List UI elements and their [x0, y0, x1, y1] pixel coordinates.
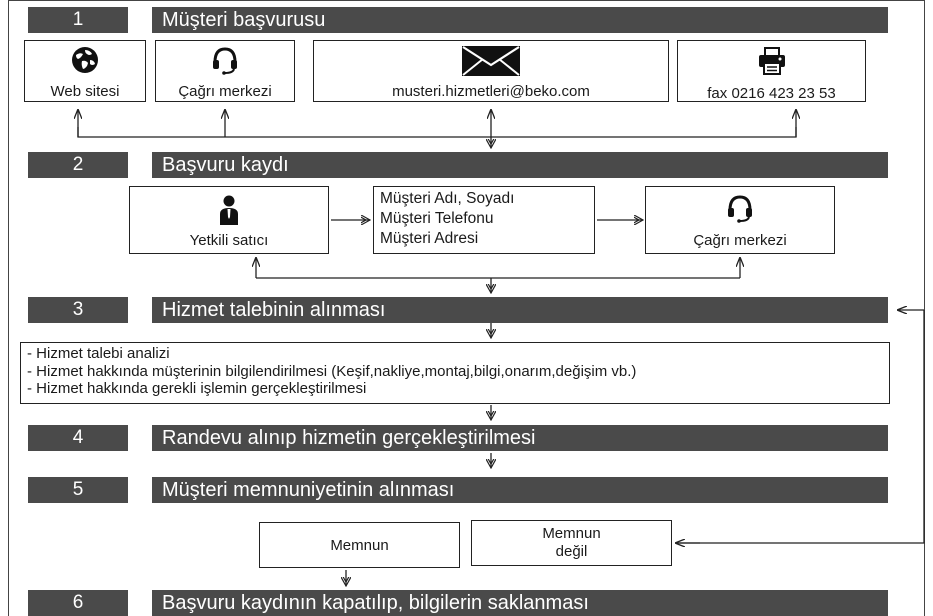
diagram-frame: [8, 0, 925, 616]
channel-call-center: Çağrı merkezi: [155, 40, 295, 102]
step-6-bar: 6 Başvuru kaydının kapatılıp, bilgilerin…: [28, 590, 888, 616]
step-2-bar: 2 Başvuru kaydı: [28, 152, 888, 178]
headset-icon: [213, 47, 237, 75]
dealer-box: Yetkili satıcı: [129, 186, 329, 254]
task-item: - Hizmet talebi analizi: [27, 345, 170, 362]
step-number: 6: [28, 590, 128, 616]
customer-info-list: Müşteri Adı, Soyadı Müşteri Telefonu Müş…: [380, 189, 514, 249]
info-line: Müşteri Adresi: [380, 230, 479, 247]
not-satisfied-line2: değil: [555, 543, 588, 560]
step-title: Başvuru kaydı: [152, 152, 888, 178]
channel-email: musteri.hizmetleri@beko.com: [313, 40, 669, 102]
service-tasks-list: - Hizmet talebi analizi - Hizmet hakkınd…: [27, 345, 636, 398]
call-center-box: Çağrı merkezi: [645, 186, 835, 254]
step-title: Randevu alınıp hizmetin gerçekleştirilme…: [152, 425, 888, 451]
fax-icon: [758, 47, 785, 75]
globe-icon: [72, 47, 98, 73]
not-satisfied-line1: Memnun: [542, 525, 601, 542]
step-title: Hizmet talebinin alınması: [152, 297, 888, 323]
step-number: 1: [28, 7, 128, 33]
step-number: 3: [28, 297, 128, 323]
call-center-label: Çağrı merkezi: [693, 232, 787, 249]
step-4-bar: 4 Randevu alınıp hizmetin gerçekleştiril…: [28, 425, 888, 451]
step-title: Başvuru kaydının kapatılıp, bilgilerin s…: [152, 590, 888, 616]
headset-icon: [728, 195, 752, 223]
not-satisfied-box: Memnun değil: [471, 520, 672, 566]
satisfied-box: Memnun: [259, 522, 460, 568]
info-line: Müşteri Adı, Soyadı: [380, 190, 515, 207]
envelope-icon: [462, 46, 520, 76]
step-3-bar: 3 Hizmet talebinin alınması: [28, 297, 888, 323]
step-title: Müşteri memnuniyetinin alınması: [152, 477, 888, 503]
info-line: Müşteri Telefonu: [380, 210, 494, 227]
step-number: 5: [28, 477, 128, 503]
satisfied-label: Memnun: [330, 537, 389, 554]
service-tasks-box: - Hizmet talebi analizi - Hizmet hakkınd…: [20, 342, 890, 404]
channel-fax: fax 0216 423 23 53: [677, 40, 866, 102]
task-item: - Hizmet hakkında müşterinin bilgilendir…: [27, 362, 637, 380]
person-icon: [220, 195, 238, 225]
channel-label: musteri.hizmetleri@beko.com: [392, 83, 590, 100]
channel-web: Web sitesi: [24, 40, 146, 102]
step-number: 4: [28, 425, 128, 451]
step-number: 2: [28, 152, 128, 178]
channel-label: Çağrı merkezi: [178, 83, 272, 100]
customer-info-box: Müşteri Adı, Soyadı Müşteri Telefonu Müş…: [373, 186, 595, 254]
channel-label: Web sitesi: [50, 83, 120, 100]
dealer-label: Yetkili satıcı: [189, 232, 269, 249]
step-title: Müşteri başvurusu: [152, 7, 888, 33]
channel-label: fax 0216 423 23 53: [707, 85, 836, 102]
step-5-bar: 5 Müşteri memnuniyetinin alınması: [28, 477, 888, 503]
step-1-bar: 1 Müşteri başvurusu: [28, 7, 888, 33]
task-item: - Hizmet hakkında gerekli işlemin gerçek…: [27, 380, 367, 397]
